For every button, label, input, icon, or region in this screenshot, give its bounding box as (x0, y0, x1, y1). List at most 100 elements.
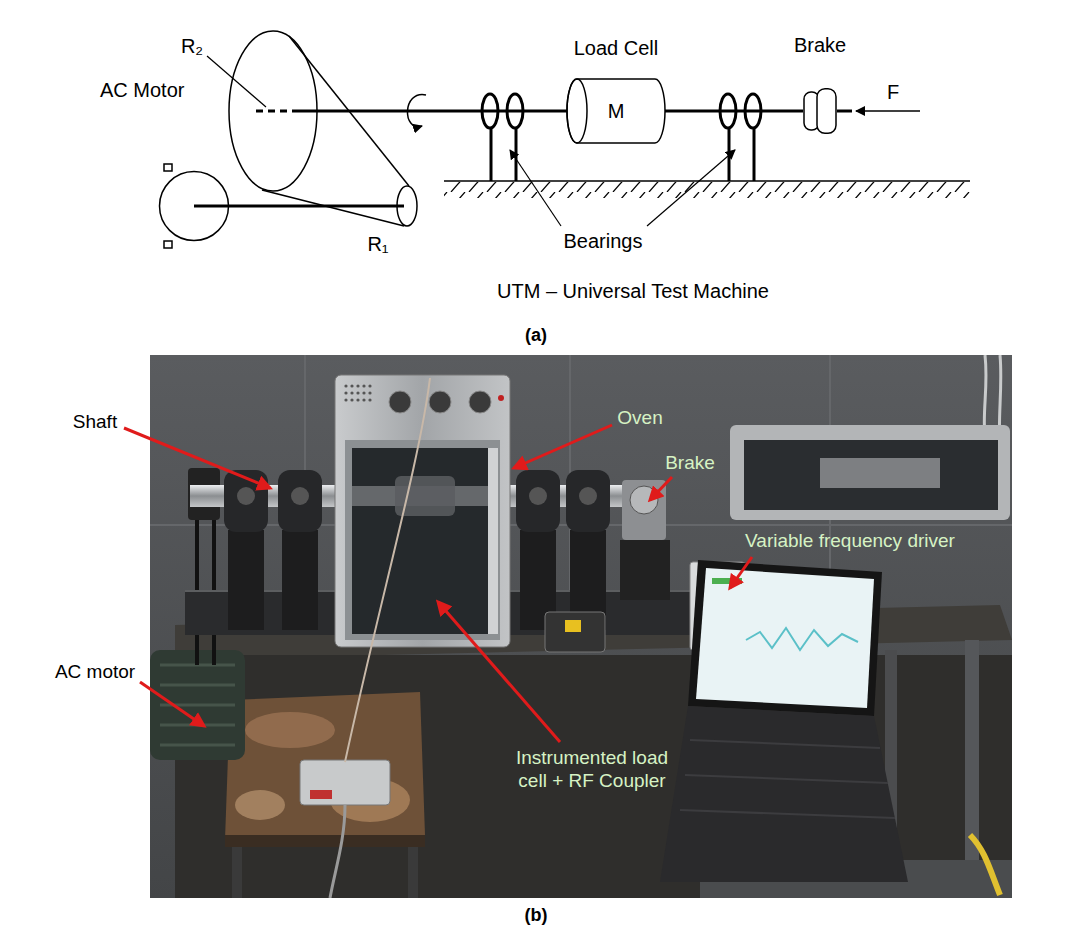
tool-case (820, 458, 940, 488)
brake (620, 540, 670, 600)
brake: Brake (780, 33, 860, 134)
leader-line (207, 56, 266, 107)
small-table (225, 692, 425, 898)
pulley-label: R₁ (367, 232, 388, 256)
wall (150, 355, 1012, 898)
callout-label: Shaft (73, 411, 117, 434)
small-table (232, 847, 242, 898)
callout-arrow (730, 557, 752, 588)
motor-shape (158, 170, 230, 242)
tool-case (744, 440, 998, 510)
callout-arrow (650, 477, 672, 500)
oven (356, 391, 359, 394)
bearing (490, 128, 493, 181)
oven (429, 391, 451, 413)
bearing (482, 94, 498, 128)
small-table (235, 790, 285, 820)
load-cell: Load CellM (560, 36, 672, 144)
oven (335, 375, 510, 647)
brake (630, 486, 658, 514)
oven (362, 398, 365, 401)
bearing (753, 128, 756, 181)
daq-box (300, 760, 390, 805)
laptop (685, 775, 888, 783)
motor (160, 724, 235, 727)
pillow-block (291, 487, 309, 505)
oven (362, 384, 365, 387)
laptop (746, 628, 858, 650)
callout-arrow (514, 425, 612, 468)
callout-label: Oven (617, 407, 662, 430)
motor (150, 650, 245, 760)
pillow-block (579, 487, 597, 505)
oven (350, 384, 353, 387)
brake-shape (803, 88, 837, 134)
bench-leg (965, 640, 979, 898)
pillow-block (529, 487, 547, 505)
laptop (688, 560, 882, 716)
motor-shaft (194, 205, 404, 208)
oven (389, 391, 411, 413)
callout-arrow (124, 425, 752, 742)
ground-hatch (444, 182, 970, 198)
small-table (245, 712, 335, 748)
panel-label: (b) (525, 905, 548, 927)
pillow-block (278, 470, 322, 532)
shaft-center (256, 110, 292, 113)
laptop (690, 740, 880, 748)
pillow-block (282, 530, 318, 630)
pillow-block (566, 470, 610, 532)
cell-outline (567, 79, 665, 143)
ground-line (444, 180, 970, 182)
tool-case (730, 425, 1010, 520)
display-unit (565, 620, 581, 632)
part-name: Load Cell (560, 36, 672, 60)
callout-arrow (438, 602, 560, 742)
oven (335, 375, 510, 647)
callout-label: Brake (665, 452, 715, 475)
oven (350, 398, 353, 401)
oven (362, 391, 365, 394)
callout-label: Instrumented load cell + RF Coupler (506, 747, 678, 793)
shaft (837, 110, 852, 113)
shaft-line (665, 110, 803, 113)
brake (620, 480, 670, 600)
motor: AC Motor (100, 78, 260, 242)
pillow-block (516, 470, 560, 532)
bearing (507, 94, 523, 128)
daq-box (330, 805, 345, 898)
caption-text: UTM – Universal Test Machine (497, 279, 769, 303)
callout-label: AC motor (55, 661, 135, 684)
small-pulley (397, 186, 417, 226)
small-table (225, 692, 425, 840)
motor (160, 684, 235, 687)
belt (262, 190, 404, 226)
motor (150, 650, 245, 760)
part-name: AC Motor (100, 78, 260, 102)
panel-label: (a) (525, 325, 547, 347)
oven (344, 384, 347, 387)
part-name: Brake (780, 33, 860, 57)
bearing (515, 128, 518, 181)
oven (350, 391, 353, 394)
laptop (660, 560, 908, 882)
oven (488, 448, 498, 634)
oven (368, 398, 371, 401)
small-table (225, 835, 425, 847)
oven (356, 398, 359, 401)
wall-seam (150, 355, 1012, 640)
pulley-label: R₂ (181, 34, 203, 58)
cell-shape: M (567, 78, 665, 144)
oven (352, 448, 488, 634)
rotation-arrow (407, 95, 426, 127)
brake-outline (803, 88, 837, 134)
laptop (680, 810, 895, 818)
brake-outline (804, 89, 836, 134)
photo (150, 355, 1012, 898)
schematic (194, 31, 970, 226)
motor-outline (160, 164, 229, 248)
laptop (660, 706, 908, 882)
